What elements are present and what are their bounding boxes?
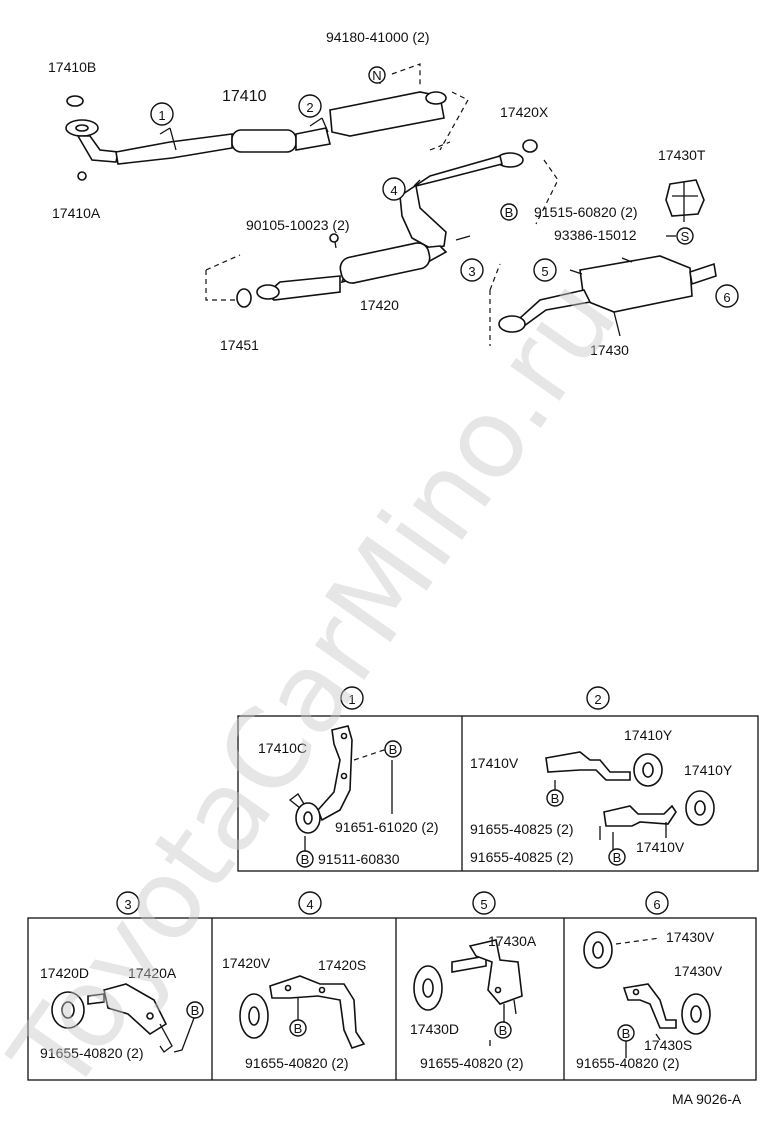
svg-text:B: B [622,1026,631,1041]
svg-text:1: 1 [158,108,165,123]
label-91655-40820-b6: 91655-40820 (2) [576,1055,680,1071]
label-17410: 17410 [222,88,267,105]
label-91511-60830: 91511-60830 [318,851,400,867]
svg-text:B: B [301,852,310,867]
detail-box-4: 4 B 17420V 17420S 91655-40820 (2) [222,891,366,1071]
svg-text:N: N [372,68,381,83]
callout-1: 1 [150,102,174,126]
label-91651-61020: 91651-61020 (2) [335,819,439,835]
hanger-17430t [665,179,705,217]
detail-frame-1-2 [237,715,759,872]
svg-text:S: S [681,229,690,244]
detail-box-5: 5 B 17430A 17430D 91655-40820 (2) [410,891,537,1071]
label-17430v-a: 17430V [666,929,715,945]
label-94180-41000: 94180-41000 (2) [326,29,430,45]
svg-text:2: 2 [306,100,313,115]
leader-91515 [535,159,559,225]
svg-text:6: 6 [723,290,730,305]
svg-text:B: B [499,1023,508,1038]
label-91655-40825-b: 91655-40825 (2) [470,849,574,865]
leader-17451 [205,254,241,301]
svg-text:1: 1 [348,692,355,707]
center-muffler-upper [329,91,447,137]
callout-4: 4 [382,177,406,201]
label-17420v: 17420V [222,955,271,971]
gasket-17420x [522,139,538,153]
svg-text:4: 4 [306,897,313,912]
svg-text:B: B [505,205,514,220]
label-17420a: 17420A [128,965,177,981]
label-17410v-b: 17410V [636,839,685,855]
callout-2: 2 [298,94,322,118]
detail-box-6: 6 B 17430V 17430V 17430S 91655-40820 (2) [576,891,723,1071]
label-17410b: 17410B [48,59,96,75]
svg-text:B: B [389,742,398,757]
label-17410v-a: 17410V [470,755,519,771]
marker-n: N [368,66,386,84]
label-17410a: 17410A [52,205,101,221]
svg-text:B: B [191,1003,200,1018]
leader-tail [489,263,501,346]
label-91655-40820-b3: 91655-40820 (2) [40,1045,144,1061]
leader-muffler [429,91,469,151]
label-90105-10023: 90105-10023 (2) [246,217,350,233]
nut-17410a [77,171,87,181]
marker-b-91515: B [500,203,518,221]
label-17410y-a: 17410Y [624,727,673,743]
bolt-90105-head [329,233,339,243]
label-17430s: 17430S [644,1037,692,1053]
svg-text:B: B [551,791,560,806]
svg-text:5: 5 [541,264,548,279]
label-17430t: 17430T [658,147,706,163]
label-93386-15012: 93386-15012 [554,227,637,243]
svg-text:5: 5 [480,897,487,912]
label-17420: 17420 [360,297,399,313]
callout-5: 5 [533,258,557,282]
svg-text:2: 2 [594,692,601,707]
leader-94180 [379,63,421,88]
pipe-17420 [256,152,524,301]
label-17430v-b: 17430V [674,963,723,979]
front-pipe-17410 [65,117,331,165]
tail-muffler-17430 [498,255,717,333]
callout-6: 6 [715,284,739,308]
label-17430d: 17430D [410,1021,459,1037]
leader-17430 [613,311,621,337]
label-91655-40825-a: 91655-40825 (2) [470,821,574,837]
marker-s-93386: S [676,227,694,245]
label-17420s: 17420S [318,957,366,973]
svg-text:6: 6 [653,897,660,912]
detail-box-3: 3 B 17420D 17420A 91655-40820 (2) [40,891,204,1061]
detail-frame-3-6 [27,917,757,1081]
label-91515-60820: 91515-60820 (2) [534,204,638,220]
label-17410y-b: 17410Y [684,762,733,778]
svg-text:4: 4 [390,183,397,198]
detail-box-2: 2 B B 17410Y 17410Y 17410V 17410V 91655-… [470,686,733,866]
svg-text:B: B [294,1021,303,1036]
label-17451: 17451 [220,337,259,353]
label-17420x: 17420X [500,104,549,120]
label-17420d: 17420D [40,965,89,981]
callout-3: 3 [460,258,484,282]
svg-text:B: B [613,850,622,865]
label-91655-40820-b4: 91655-40820 (2) [245,1055,349,1071]
gasket-17451 [236,288,252,308]
label-17410c: 17410C [258,740,307,756]
svg-text:3: 3 [468,264,475,279]
label-91655-40820-b5: 91655-40820 (2) [420,1055,524,1071]
label-17430a: 17430A [488,933,537,949]
diagram-code: MA 9026-A [672,1091,742,1107]
svg-text:3: 3 [124,897,131,912]
label-17430: 17430 [590,342,629,358]
gasket-17410b [66,95,84,107]
detail-dividers-3-6 [211,918,565,1080]
detail-box-1: 1 B B 17410C 91651-61020 (2) 91511-60830 [258,686,439,868]
